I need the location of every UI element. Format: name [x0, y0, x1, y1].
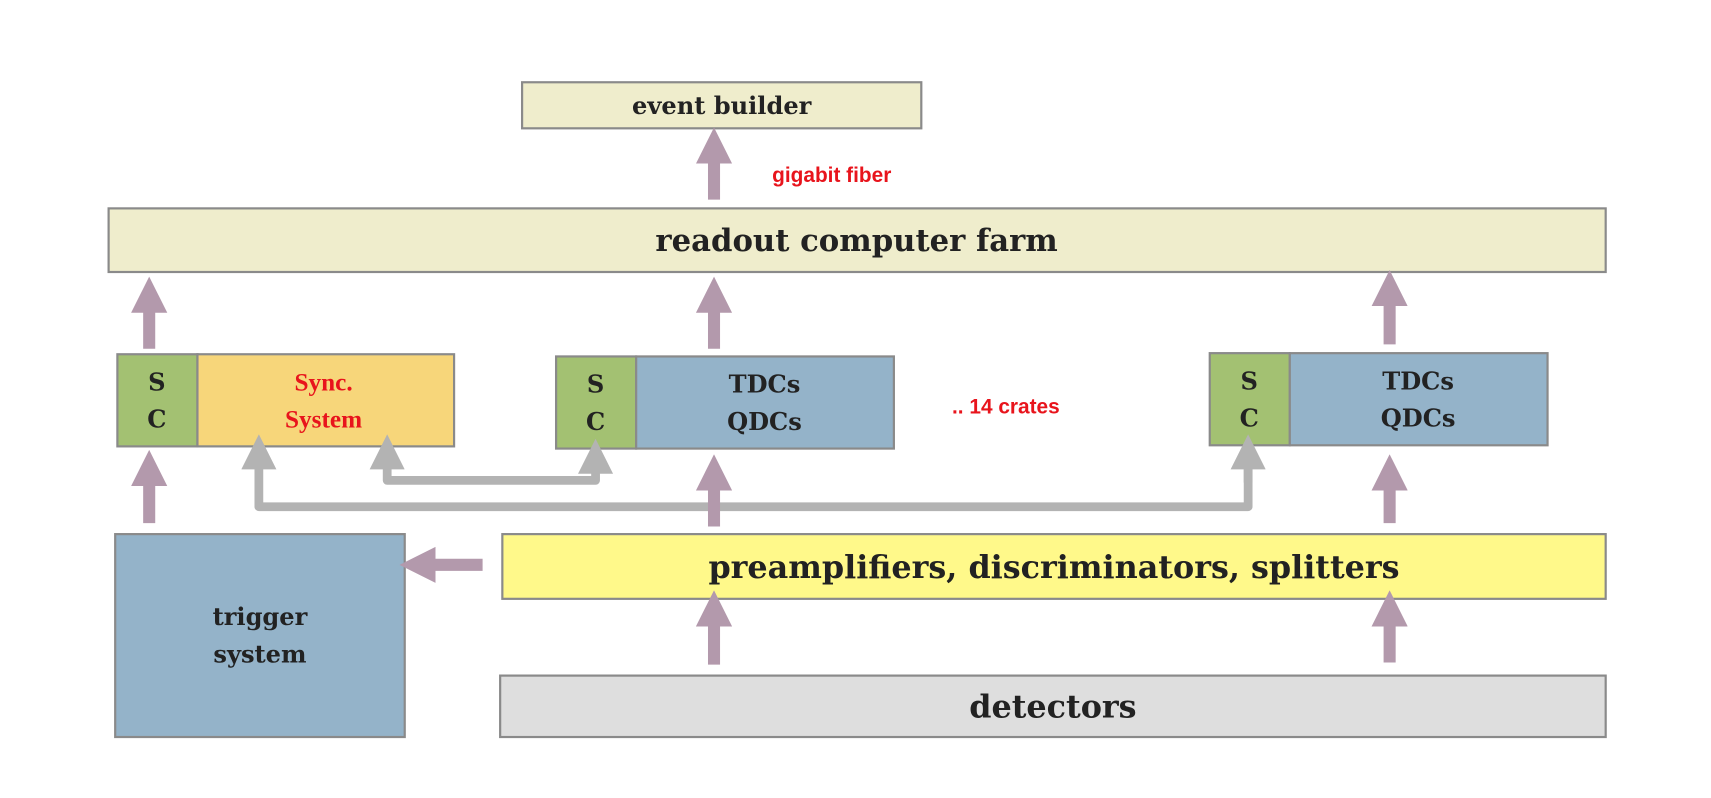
sc-label-c: C: [1240, 404, 1259, 433]
event-builder-label: event builder: [632, 91, 812, 120]
event-builder-block: event builder: [520, 81, 923, 130]
sync-line-near: [369, 434, 600, 485]
preamps-block: preamplifiers, discriminators, splitters: [501, 533, 1607, 600]
tdcs-label: TDCs: [729, 370, 801, 399]
detectors-label: detectors: [969, 688, 1136, 725]
trigger-label-1: trigger: [213, 602, 308, 631]
gigabit-fiber-label: gigabit fiber: [772, 164, 891, 187]
readout-farm-block: readout computer farm: [107, 207, 1607, 274]
sc-label-s: S: [148, 367, 165, 396]
sync-label-2: System: [285, 407, 362, 434]
sc-label-s: S: [587, 370, 604, 399]
readout-farm-label: readout computer farm: [655, 223, 1057, 259]
qdcs-label: QDCs: [1381, 404, 1456, 433]
sc-label-s: S: [1241, 366, 1258, 395]
trigger-label-2: system: [213, 639, 306, 668]
crates-count-label: .. 14 crates: [952, 395, 1060, 418]
preamps-label: preamplifiers, discriminators, splitters: [708, 549, 1399, 586]
readout-crate-14: S C TDCs QDCs: [1208, 352, 1549, 447]
sc-label-c: C: [586, 407, 605, 436]
qdcs-label: QDCs: [727, 407, 802, 436]
detectors-block: detectors: [499, 674, 1607, 739]
trigger-system-block: trigger system: [114, 533, 406, 739]
sync-crate: S C Sync. System: [116, 353, 456, 448]
tdcs-label: TDCs: [1382, 366, 1454, 395]
sc-label-c: C: [147, 405, 166, 434]
sync-label-1: Sync.: [294, 369, 352, 396]
readout-crate-1: S C TDCs QDCs: [554, 355, 895, 450]
